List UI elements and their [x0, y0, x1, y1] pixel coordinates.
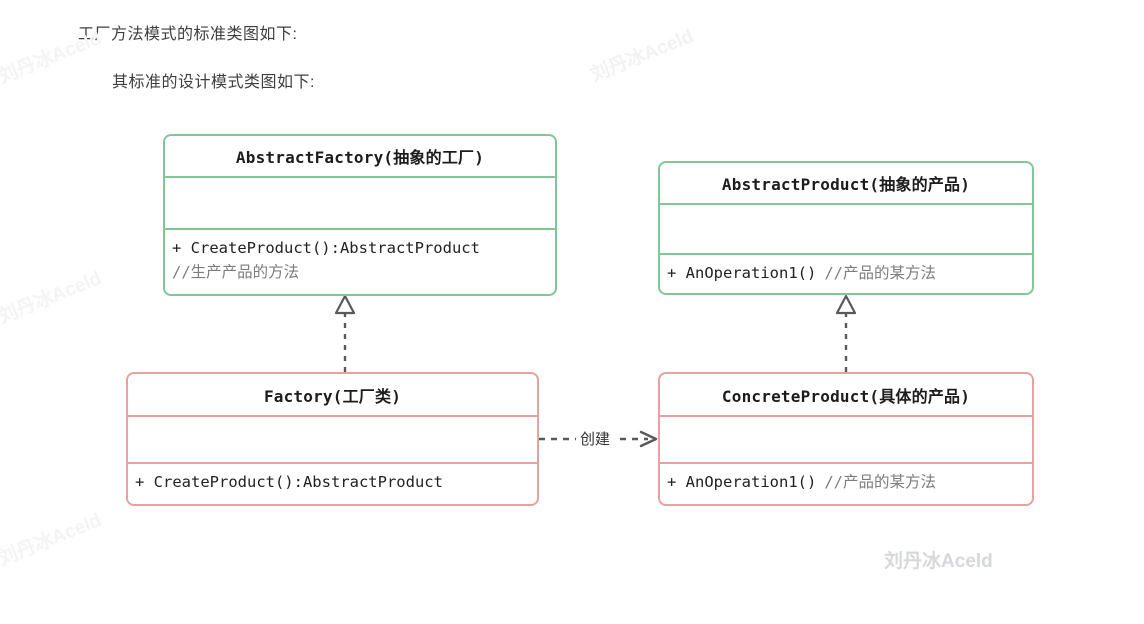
uml-attributes-factory — [128, 417, 537, 462]
hollow-triangle-arrowhead-right — [835, 294, 857, 315]
uml-attributes-concrete-product — [660, 417, 1032, 462]
uml-class-abstract-factory[interactable]: AbstractFactory(抽象的工厂) + CreateProduct()… — [163, 134, 557, 296]
uml-separator — [165, 176, 555, 178]
uml-attributes-abstract-product — [660, 205, 1032, 253]
edge-label-create: 创建 — [578, 428, 613, 449]
uml-methods-abstract-product: + AnOperation1() //产品的某方法 — [660, 255, 1032, 293]
uml-separator — [128, 462, 537, 464]
uml-methods-factory: + CreateProduct():AbstractProduct — [128, 464, 537, 504]
uml-separator — [660, 253, 1032, 255]
uml-class-title-factory: Factory(工厂类) — [263, 386, 402, 406]
uml-class-concrete-product[interactable]: ConcreteProduct(具体的产品) + AnOperation1() /… — [658, 372, 1034, 506]
uml-class-title-abstract-product: AbstractProduct(抽象的产品) — [721, 175, 971, 194]
prose-line-2: 其标准的设计模式类图如下: — [112, 74, 315, 91]
uml-separator — [128, 415, 537, 417]
uml-separator — [660, 462, 1032, 464]
uml-class-title-concrete-product: ConcreteProduct(具体的产品) — [721, 386, 971, 406]
uml-separator — [660, 415, 1032, 417]
relation-concrete-product-realizes-abstract-product — [835, 294, 857, 372]
uml-class-factory[interactable]: Factory(工厂类) + CreateProduct():AbstractP… — [126, 372, 539, 506]
uml-class-abstract-product[interactable]: AbstractProduct(抽象的产品) + AnOperation1() /… — [658, 161, 1034, 295]
relation-factory-realizes-abstract-factory — [334, 294, 356, 372]
uml-separator — [165, 228, 555, 230]
uml-separator — [660, 203, 1032, 205]
uml-methods-abstract-factory: + CreateProduct():AbstractProduct //生产产品… — [165, 230, 555, 294]
open-arrowhead-create — [639, 430, 658, 448]
uml-method-comment-row: //生产产品的方法 — [172, 263, 300, 282]
watermark-left-bottom: 刘丹冰Aceld — [0, 509, 105, 571]
hollow-triangle-arrowhead-left — [334, 294, 356, 315]
uml-method-row: + CreateProduct():AbstractProduct — [172, 239, 480, 257]
watermark-center: 刘丹冰Aceld — [587, 25, 697, 87]
uml-method-comment: //产品的某方法 — [824, 473, 936, 491]
uml-method-row: + AnOperation1() //产品的某方法 — [667, 261, 1032, 285]
uml-method-row: + CreateProduct():AbstractProduct — [135, 473, 443, 491]
uml-method-row: + AnOperation1() //产品的某方法 — [667, 470, 1032, 494]
uml-class-title-abstract-factory: AbstractFactory(抽象的工厂) — [235, 148, 485, 167]
uml-method-signature: + AnOperation1() — [667, 264, 817, 282]
uml-method-signature: + AnOperation1() — [667, 473, 817, 491]
uml-methods-concrete-product: + AnOperation1() //产品的某方法 — [660, 464, 1032, 504]
watermark-bottom-right: 刘丹冰Aceld — [884, 551, 993, 572]
watermark-left-middle: 刘丹冰Aceld — [0, 267, 105, 329]
uml-method-comment: //产品的某方法 — [824, 264, 936, 282]
uml-attributes-abstract-factory — [165, 178, 555, 228]
prose-line-1: 工厂方法模式的标准类图如下: — [78, 26, 298, 43]
